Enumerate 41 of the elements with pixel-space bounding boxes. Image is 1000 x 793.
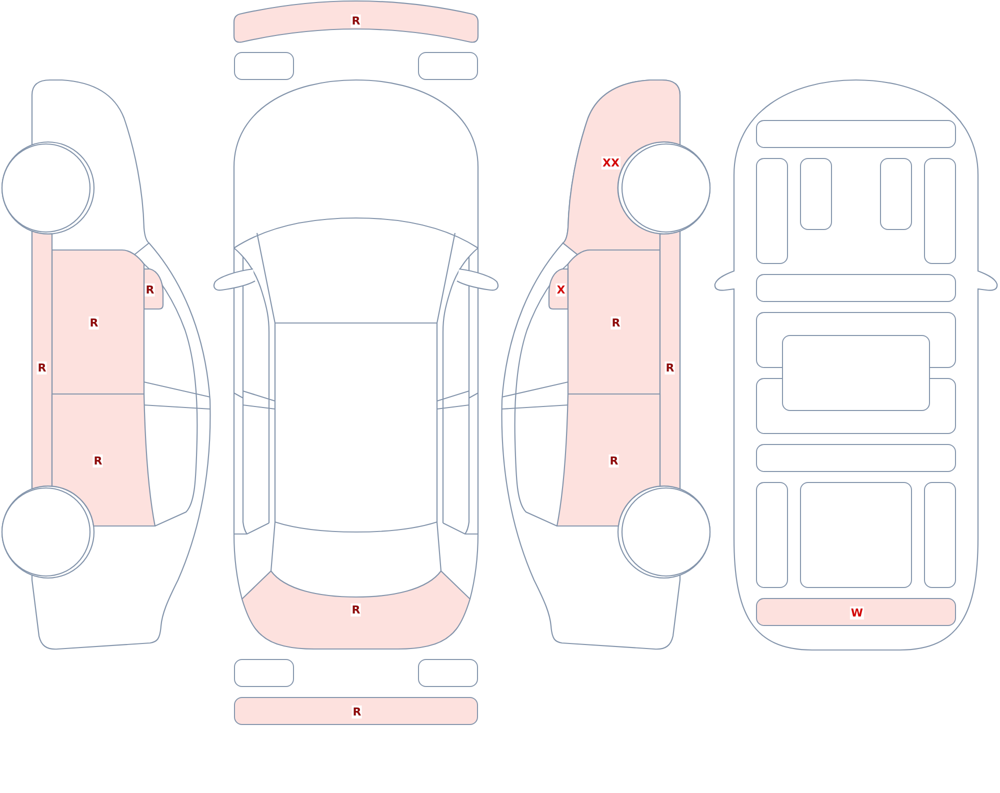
car-part-outline xyxy=(418,659,478,687)
damage-code: R xyxy=(610,316,622,330)
damage-code: R xyxy=(92,454,104,468)
damage-code: R xyxy=(352,706,362,718)
damage-code: R xyxy=(36,362,48,374)
highlighted-car-panel xyxy=(234,697,478,725)
damage-code: R xyxy=(350,14,362,28)
car-part-outline xyxy=(782,335,930,411)
damage-code: R xyxy=(88,316,100,330)
damage-code: R xyxy=(144,284,156,296)
car-part-outline xyxy=(924,482,956,588)
car-part-outline xyxy=(800,482,912,588)
highlighted-car-panel xyxy=(144,269,163,309)
damage-code: R xyxy=(608,454,620,468)
highlighted-car-panel xyxy=(557,394,660,526)
car-part-outline xyxy=(880,158,912,230)
car-part-outline xyxy=(756,482,788,588)
highlighted-car-panel xyxy=(756,598,956,626)
damage-code: R xyxy=(664,362,676,374)
car-part-outline xyxy=(756,444,956,472)
damage-code: R xyxy=(350,604,362,616)
highlighted-car-panel xyxy=(234,0,478,44)
damage-code: X xyxy=(556,284,566,296)
highlighted-car-panel xyxy=(52,394,155,526)
damage-code: XX xyxy=(602,156,620,170)
car-part-outline xyxy=(234,52,294,80)
car-part-outline xyxy=(234,659,294,687)
highlighted-car-panel xyxy=(52,250,144,394)
damage-code: W xyxy=(850,606,864,620)
car-part-outline xyxy=(756,158,788,264)
car-part-outline xyxy=(800,158,832,230)
highlighted-car-panel xyxy=(563,80,680,255)
highlighted-car-panel xyxy=(549,269,568,309)
car-part-outline xyxy=(756,120,956,148)
highlighted-car-panel xyxy=(660,231,680,489)
car-part-outline xyxy=(924,158,956,264)
car-part-outline xyxy=(418,52,478,80)
highlighted-car-panel xyxy=(32,231,52,489)
highlighted-car-panel xyxy=(568,250,660,394)
highlighted-car-panel xyxy=(242,571,470,649)
car-part-outline xyxy=(756,274,956,302)
